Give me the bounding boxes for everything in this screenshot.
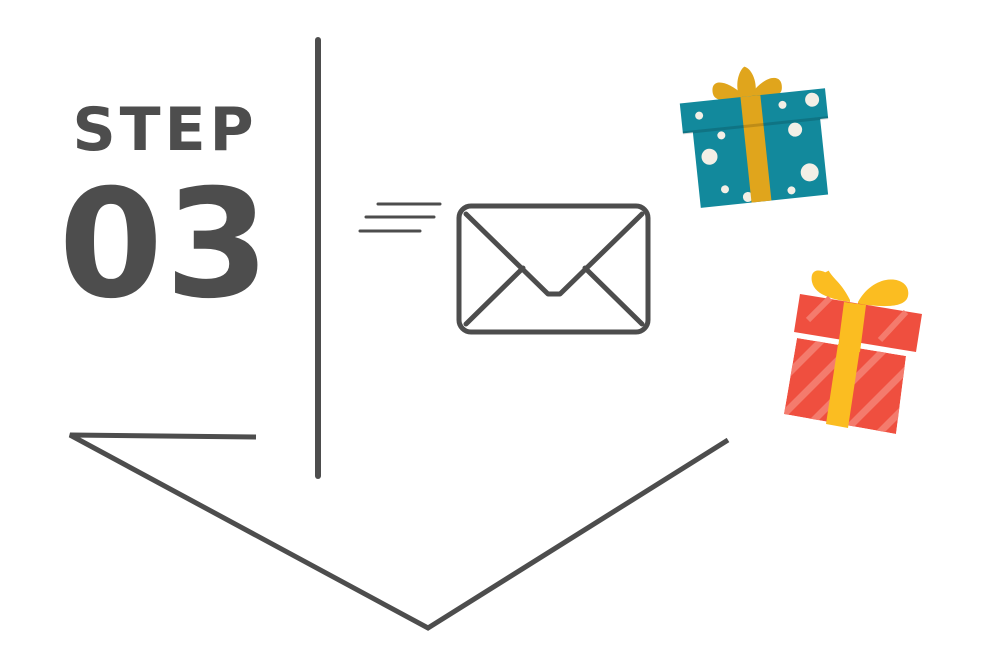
down-arrow-chevron-icon — [68, 432, 730, 631]
step-label: STEP — [72, 95, 258, 165]
gift-box-teal-icon — [679, 66, 829, 208]
gift-box-red-icon — [784, 270, 922, 434]
envelope-icon — [456, 203, 651, 335]
motion-lines-icon — [358, 202, 442, 233]
step-number: 03 — [58, 158, 272, 332]
